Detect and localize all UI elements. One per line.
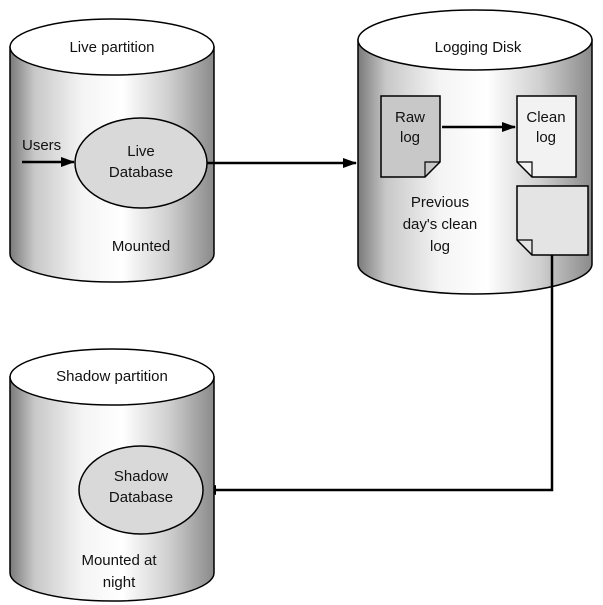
shadow-database-label-line1: Shadow [114, 468, 168, 485]
clean-log-label-line2: log [536, 129, 556, 146]
shadow-partition-title: Shadow partition [56, 368, 168, 385]
live-partition-cylinder: Live partition Live Database Mounted [9, 18, 215, 283]
raw-log-label-line1: Raw [395, 109, 425, 126]
live-database-label-line2: Database [109, 164, 173, 181]
shadow-partition-status-line2: night [103, 574, 136, 591]
previous-log-label-line2: day's clean [403, 216, 478, 233]
live-database-label-line1: Live [127, 143, 155, 160]
shadow-database-label-line2: Database [109, 489, 173, 506]
shadow-partition-cylinder: Shadow partition Shadow Database Mounted… [9, 348, 215, 602]
logging-disk-cylinder: Logging Disk Raw log Clean log Previous … [357, 9, 593, 295]
clean-log-label-line1: Clean [526, 109, 565, 126]
raw-log-label-line2: log [400, 129, 420, 146]
previous-clean-log-document [516, 185, 589, 256]
shadow-database-ellipse [78, 445, 204, 535]
users-label: Users [22, 137, 61, 154]
previous-log-label-line1: Previous [411, 194, 469, 211]
live-partition-status: Mounted [112, 238, 170, 255]
clean-log-document: Clean log [516, 95, 577, 178]
previous-log-to-shadow-arrow [202, 255, 554, 495]
live-partition-title: Live partition [69, 39, 154, 56]
shadow-partition-status-line1: Mounted at [81, 552, 157, 569]
raw-log-document: Raw log [380, 95, 441, 178]
previous-log-label-line3: log [430, 238, 450, 255]
live-database-ellipse [74, 117, 208, 209]
logging-disk-title: Logging Disk [435, 39, 522, 56]
